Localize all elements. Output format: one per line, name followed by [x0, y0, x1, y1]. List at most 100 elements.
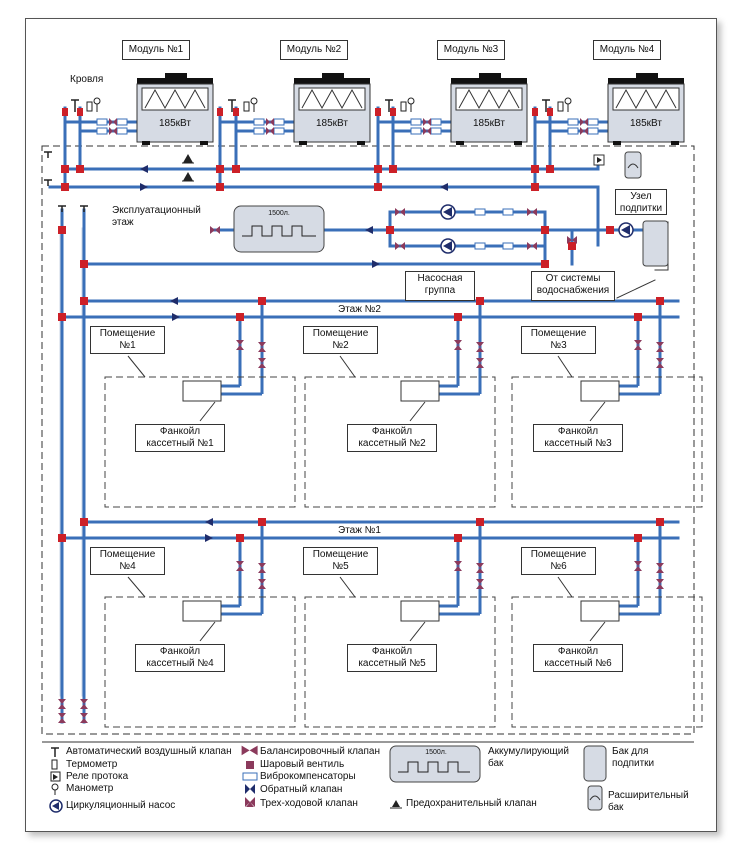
- pipe-joint: [386, 226, 394, 234]
- fancoil-2-label: Фанкойл кассетный №2: [347, 424, 437, 452]
- branch-valve: [476, 358, 484, 368]
- branch-valve: [656, 563, 664, 573]
- valve: [80, 699, 88, 709]
- branch-valve: [454, 340, 462, 350]
- pipe-joint: [568, 242, 576, 250]
- branch-valve: [476, 563, 484, 573]
- branch-valve: [476, 342, 484, 352]
- chiller-module-4: 185кВт: [542, 73, 685, 145]
- pipe-joint: [389, 165, 397, 173]
- fancoil-4-label: Фанкойл кассетный №4: [135, 644, 225, 672]
- room-area-4: [104, 596, 296, 728]
- legend-vibro: Виброкомпенсаторы: [260, 771, 356, 782]
- room-3-label: Помещение №3: [521, 326, 596, 354]
- pipe-joint: [454, 313, 462, 321]
- fancoil-unit-5: [400, 600, 440, 622]
- branch-valve: [258, 579, 266, 589]
- flow-arrow: [140, 183, 148, 191]
- branch-valve: [634, 340, 642, 350]
- room-6-label: Помещение №6: [521, 547, 596, 575]
- module-power-label: 185кВт: [473, 118, 505, 129]
- room-area-3: [511, 376, 703, 508]
- fancoil-unit-2: [400, 380, 440, 402]
- floor-1-label: Этаж №1: [338, 525, 381, 536]
- legend-ball-valve: Шаровый вентиль: [260, 759, 345, 770]
- pipe-joint: [531, 165, 539, 173]
- flow-arrow: [205, 534, 213, 542]
- pipe-joint: [546, 165, 554, 173]
- fancoil-unit-3: [580, 380, 620, 402]
- tech-floor-label: Эксплуатационный этаж: [112, 205, 201, 228]
- flow-arrow: [172, 313, 180, 321]
- pipe-joint: [454, 534, 462, 542]
- pipe-joint: [634, 534, 642, 542]
- roof-label: Кровля: [70, 74, 104, 85]
- fancoil-3-label: Фанкойл кассетный №3: [533, 424, 623, 452]
- room-2-label: Помещение №2: [303, 326, 378, 354]
- chiller-modules: 185кВт 185кВт 185кВт 185кВт: [71, 73, 685, 145]
- vibro-compensator: [502, 208, 514, 216]
- valve: [210, 226, 220, 234]
- valve: [395, 242, 405, 250]
- legend-check-valve: Обратный клапан: [260, 784, 343, 795]
- pipe-joint: [80, 297, 88, 305]
- room-area-5: [304, 596, 496, 728]
- legend-expansion-tank: Расширительный бак: [608, 790, 689, 813]
- pipe-joint: [236, 313, 244, 321]
- valve: [527, 208, 537, 216]
- module-power-label: 185кВт: [159, 118, 191, 129]
- vibro-compensator: [474, 242, 486, 250]
- circulation-pump-1: [440, 204, 456, 220]
- pipe-joint: [258, 518, 266, 526]
- legend-safety-valve: Предохранительный клапан: [406, 798, 537, 809]
- building-outline: [41, 145, 695, 735]
- legend-makeup-tank: Бак для подпитки: [612, 746, 655, 769]
- pipe-joint: [61, 165, 69, 173]
- fancoil-unit-1: [182, 380, 222, 402]
- pipe-joint: [606, 226, 614, 234]
- valve: [58, 699, 66, 709]
- legend-flow-relay: Реле протока: [66, 771, 129, 782]
- circulation-pump-3: [618, 222, 634, 238]
- pipe-joint: [476, 297, 484, 305]
- room-area-1: [104, 376, 296, 508]
- pipe-joint: [258, 297, 266, 305]
- pipe-joint: [58, 534, 66, 542]
- branch-valve: [258, 358, 266, 368]
- legend-thermometer: Термометр: [66, 759, 118, 770]
- chiller-module-3: 185кВт: [385, 73, 528, 145]
- room-areas: [104, 355, 703, 728]
- room-5-label: Помещение №5: [303, 547, 378, 575]
- fancoil-unit-6: [580, 600, 620, 622]
- module-power-label: 185кВт: [316, 118, 348, 129]
- expansion-tank: [624, 151, 642, 179]
- pipe-joint: [216, 183, 224, 191]
- pipe-joint: [216, 165, 224, 173]
- legend-accumulator: Аккумулирующий бак: [488, 746, 569, 769]
- makeup-tank: [642, 220, 669, 267]
- legend-balancing-valve: Балансировочный клапан: [260, 746, 380, 757]
- flow-arrow: [205, 518, 213, 526]
- room-area-6: [511, 596, 703, 728]
- safety-valves: [182, 153, 194, 182]
- circulation-pump-2: [440, 238, 456, 254]
- pipe-joint: [374, 165, 382, 173]
- branch-valve: [656, 579, 664, 589]
- pipe-joint: [58, 313, 66, 321]
- pipe-joint: [476, 518, 484, 526]
- pipe-joint: [541, 226, 549, 234]
- floor-2-label: Этаж №2: [338, 304, 381, 315]
- valve: [80, 713, 88, 723]
- branch-valve: [258, 342, 266, 352]
- pump-group-label: Насосная группа: [405, 271, 475, 301]
- valves: [44, 151, 664, 723]
- pipe-joint: [531, 183, 539, 191]
- vibro-compensator: [474, 208, 486, 216]
- flow-arrow: [440, 183, 448, 191]
- vibro-compensator: [502, 242, 514, 250]
- module-power-label: 185кВт: [630, 118, 662, 129]
- branch-valve: [236, 561, 244, 571]
- chiller-module-1: 185кВт: [71, 73, 214, 145]
